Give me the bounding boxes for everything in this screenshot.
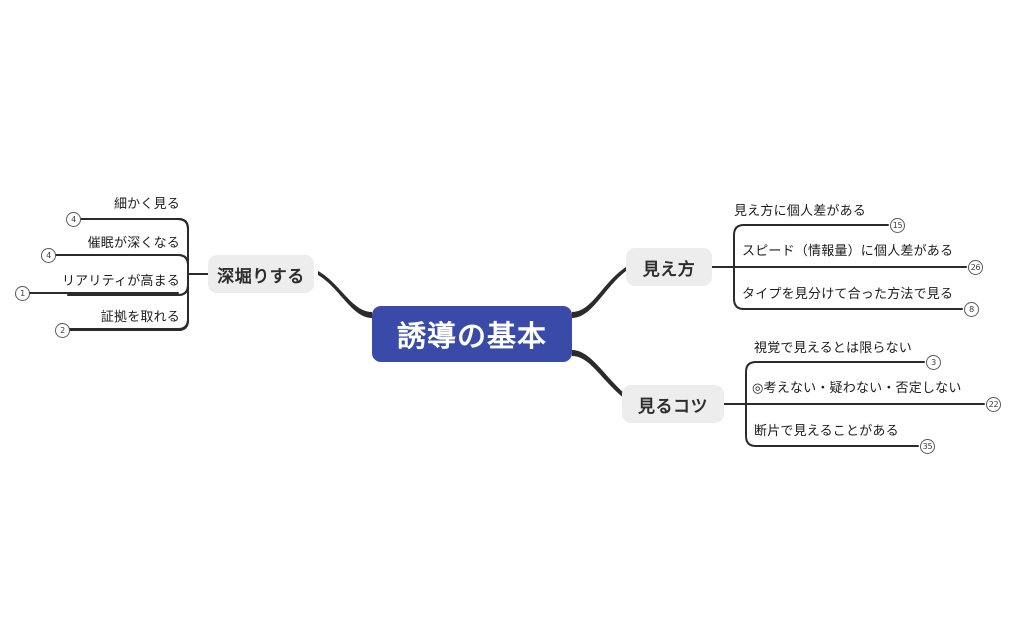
leaf-badge-how-it-looks-1: 26 — [968, 260, 983, 275]
branch-node-viewing-tips[interactable]: 見るコツ — [622, 385, 724, 423]
leaf-badge-how-it-looks-2: 8 — [964, 302, 979, 317]
connector-root-to-deep-dive — [318, 271, 372, 318]
branch-node-deep-dive[interactable]: 深堀りする — [208, 255, 314, 293]
leaf-badge-deep-dive-3: 2 — [55, 323, 70, 338]
leaf-label-how-it-looks-1: スピード（情報量）に個人差がある — [742, 244, 954, 259]
branch-node-deep-dive-label: 深堀りする — [217, 266, 305, 287]
leaf-label-deep-dive-2: リアリティが高まる — [61, 274, 180, 289]
leaf-badge-viewing-tips-2: 35 — [920, 439, 935, 454]
leaf-label-deep-dive-0: 細かく見る — [113, 197, 180, 212]
leaf-badge-how-it-looks-0: 15 — [890, 218, 905, 233]
leaf-label-deep-dive-1: 催眠が深くなる — [87, 236, 180, 251]
connector-root-to-viewing-tips — [572, 350, 632, 404]
leaf-label-viewing-tips-0: 視覚で見えるとは限らない — [754, 341, 913, 356]
leaf-badge-viewing-tips-1: 22 — [986, 397, 1001, 412]
leaf-label-how-it-looks-2: タイプを見分けて合った方法で見る — [742, 287, 954, 302]
branch-node-how-it-looks[interactable]: 見え方 — [626, 248, 712, 286]
root-node-label: 誘導の基本 — [396, 319, 547, 353]
branch-node-how-it-looks-label: 見え方 — [642, 259, 696, 280]
leaf-badge-deep-dive-1: 4 — [41, 248, 56, 263]
leaf-label-viewing-tips-1: ◎考えない・疑わない・否定しない — [752, 381, 962, 396]
leaf-label-viewing-tips-2: 断片で見えることがある — [754, 424, 899, 439]
leaf-badge-deep-dive-0: 4 — [66, 212, 81, 227]
connector-root-to-how-it-looks — [572, 267, 626, 318]
branch-node-viewing-tips-label: 見るコツ — [638, 396, 708, 417]
bracket-deep-dive-inner — [177, 254, 189, 296]
root-node[interactable]: 誘導の基本 — [372, 306, 572, 362]
leaf-label-deep-dive-3: 証拠を取れる — [100, 310, 180, 325]
leaf-label-how-it-looks-0: 見え方に個人差がある — [734, 204, 867, 219]
leaf-badge-deep-dive-2: 1 — [15, 286, 30, 301]
leaf-badge-viewing-tips-0: 3 — [926, 355, 941, 370]
